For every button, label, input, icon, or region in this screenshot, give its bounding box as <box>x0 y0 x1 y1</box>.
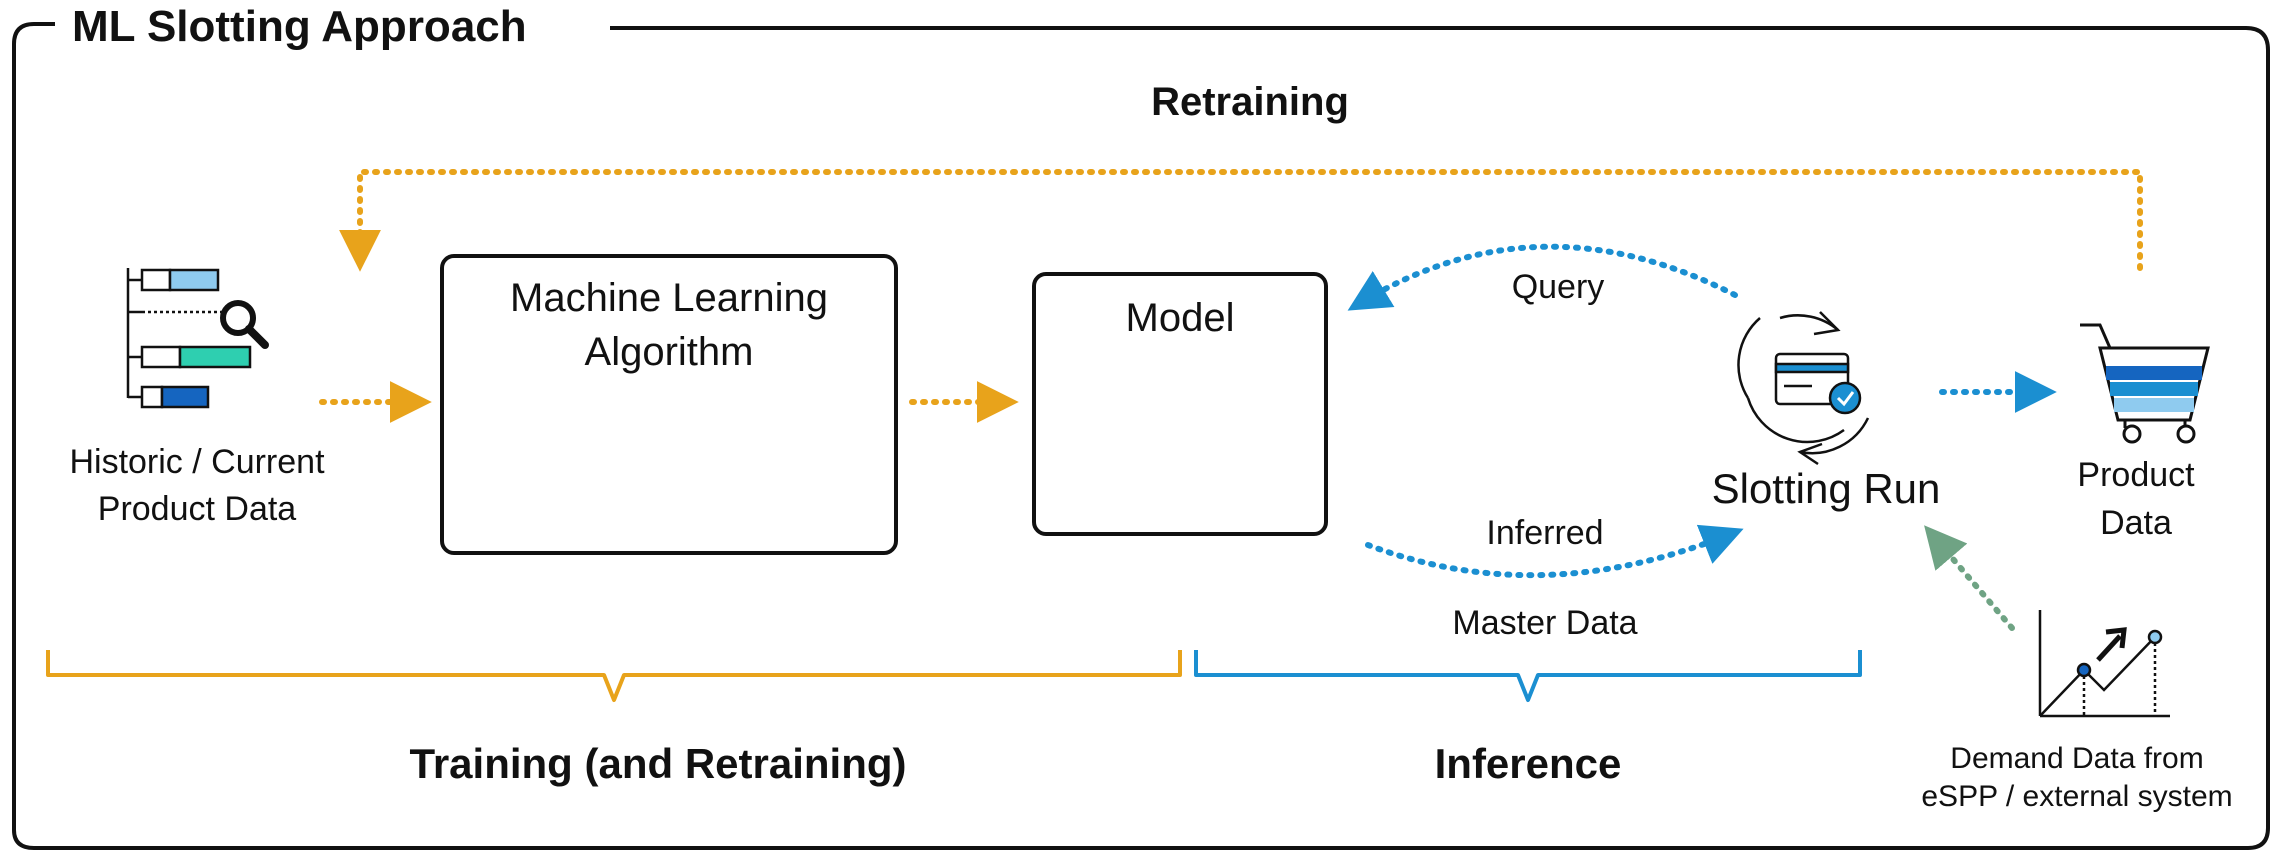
shopping-cart-icon <box>2080 323 2210 444</box>
inference-brace <box>1194 650 1862 702</box>
historic-data-label-line1: Historic / Current <box>69 443 325 481</box>
ml-algorithm-title-line1: Machine Learning <box>510 276 828 320</box>
historic-data-icon <box>126 268 269 409</box>
retraining-label: Retraining <box>1151 80 1349 124</box>
demand-chart-icon <box>2038 610 2170 718</box>
training-brace <box>46 650 1182 702</box>
product-data-label-line1: Product <box>2077 456 2195 494</box>
ml-algorithm-box: Machine Learning Algorithm <box>440 254 898 555</box>
product-data-label-line2: Data <box>2100 504 2172 542</box>
master-data-label: Master Data <box>1452 604 1638 642</box>
model-box: Model <box>1032 272 1328 536</box>
query-arrow <box>1347 243 1738 311</box>
retraining-arrow <box>339 169 2143 272</box>
historic-data-label-line2: Product Data <box>97 490 297 528</box>
inference-label: Inference <box>1434 740 1622 787</box>
slotting-run-label: Slotting Run <box>1711 465 1941 512</box>
frame-title: ML Slotting Approach <box>72 2 527 51</box>
slotting-run-icon <box>1737 311 1870 466</box>
demand-data-label-line2: eSPP / external system <box>1921 780 2233 813</box>
demand-data-label-line1: Demand Data from <box>1950 742 2204 775</box>
outer-frame <box>12 22 2270 850</box>
inferred-arrow <box>1365 524 1744 579</box>
training-label: Training (and Retraining) <box>409 740 907 787</box>
query-label: Query <box>1511 268 1605 306</box>
inferred-label: Inferred <box>1486 514 1604 552</box>
demand-to-run-arrow <box>1924 525 2015 631</box>
ml-algorithm-title-line2: Algorithm <box>584 330 754 374</box>
model-title: Model <box>1125 296 1235 340</box>
